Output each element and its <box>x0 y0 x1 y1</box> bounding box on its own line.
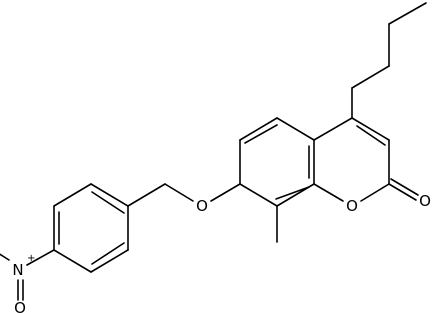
bond-ar-1-2-inner <box>91 191 125 214</box>
atom-ring-oxygen: O <box>346 197 358 215</box>
bond-ar-1-2 <box>90 183 129 207</box>
bond-c4-c3 <box>351 117 390 141</box>
bond-ar-5-6-inner <box>91 242 125 265</box>
atom-carbonyl-oxygen: O <box>419 192 431 210</box>
bond-c5-c6 <box>239 117 278 141</box>
bond-c8-c8a-inner <box>275 186 310 200</box>
bond-c3prime-c4prime <box>388 2 427 25</box>
bond-c7-oether <box>210 183 241 202</box>
bond-c7-c8 <box>239 183 278 207</box>
bond-ar-2-3 <box>53 183 92 207</box>
bond-ar-5-6 <box>90 249 129 273</box>
bond-n-o-top <box>0 253 10 261</box>
bond-ar-4-5 <box>53 249 92 273</box>
atom-ether-oxygen: O <box>196 197 208 215</box>
atom-nitro-oxygen-bottom: O <box>14 299 26 313</box>
bond-ch2-ipso <box>127 183 166 207</box>
bond-c1prime-c2prime <box>351 65 390 89</box>
bond-c4a-c5 <box>276 117 315 141</box>
bond-c2-carbonyl-double <box>390 178 419 196</box>
atom-nitro-nitrogen: N <box>12 261 23 279</box>
bond-c4a-c4 <box>313 117 353 141</box>
bond-oether-ch2 <box>164 183 194 202</box>
bond-c5-c6-inner <box>244 124 278 144</box>
bond-c2-carbonyl <box>388 183 417 201</box>
bond-c4-c3-inner <box>356 125 386 146</box>
bond-o1-c8a <box>313 183 344 202</box>
nitro-plus-charge: + <box>27 253 35 264</box>
bond-c2-o1 <box>360 183 390 202</box>
bond-ar-nitro <box>26 249 55 266</box>
